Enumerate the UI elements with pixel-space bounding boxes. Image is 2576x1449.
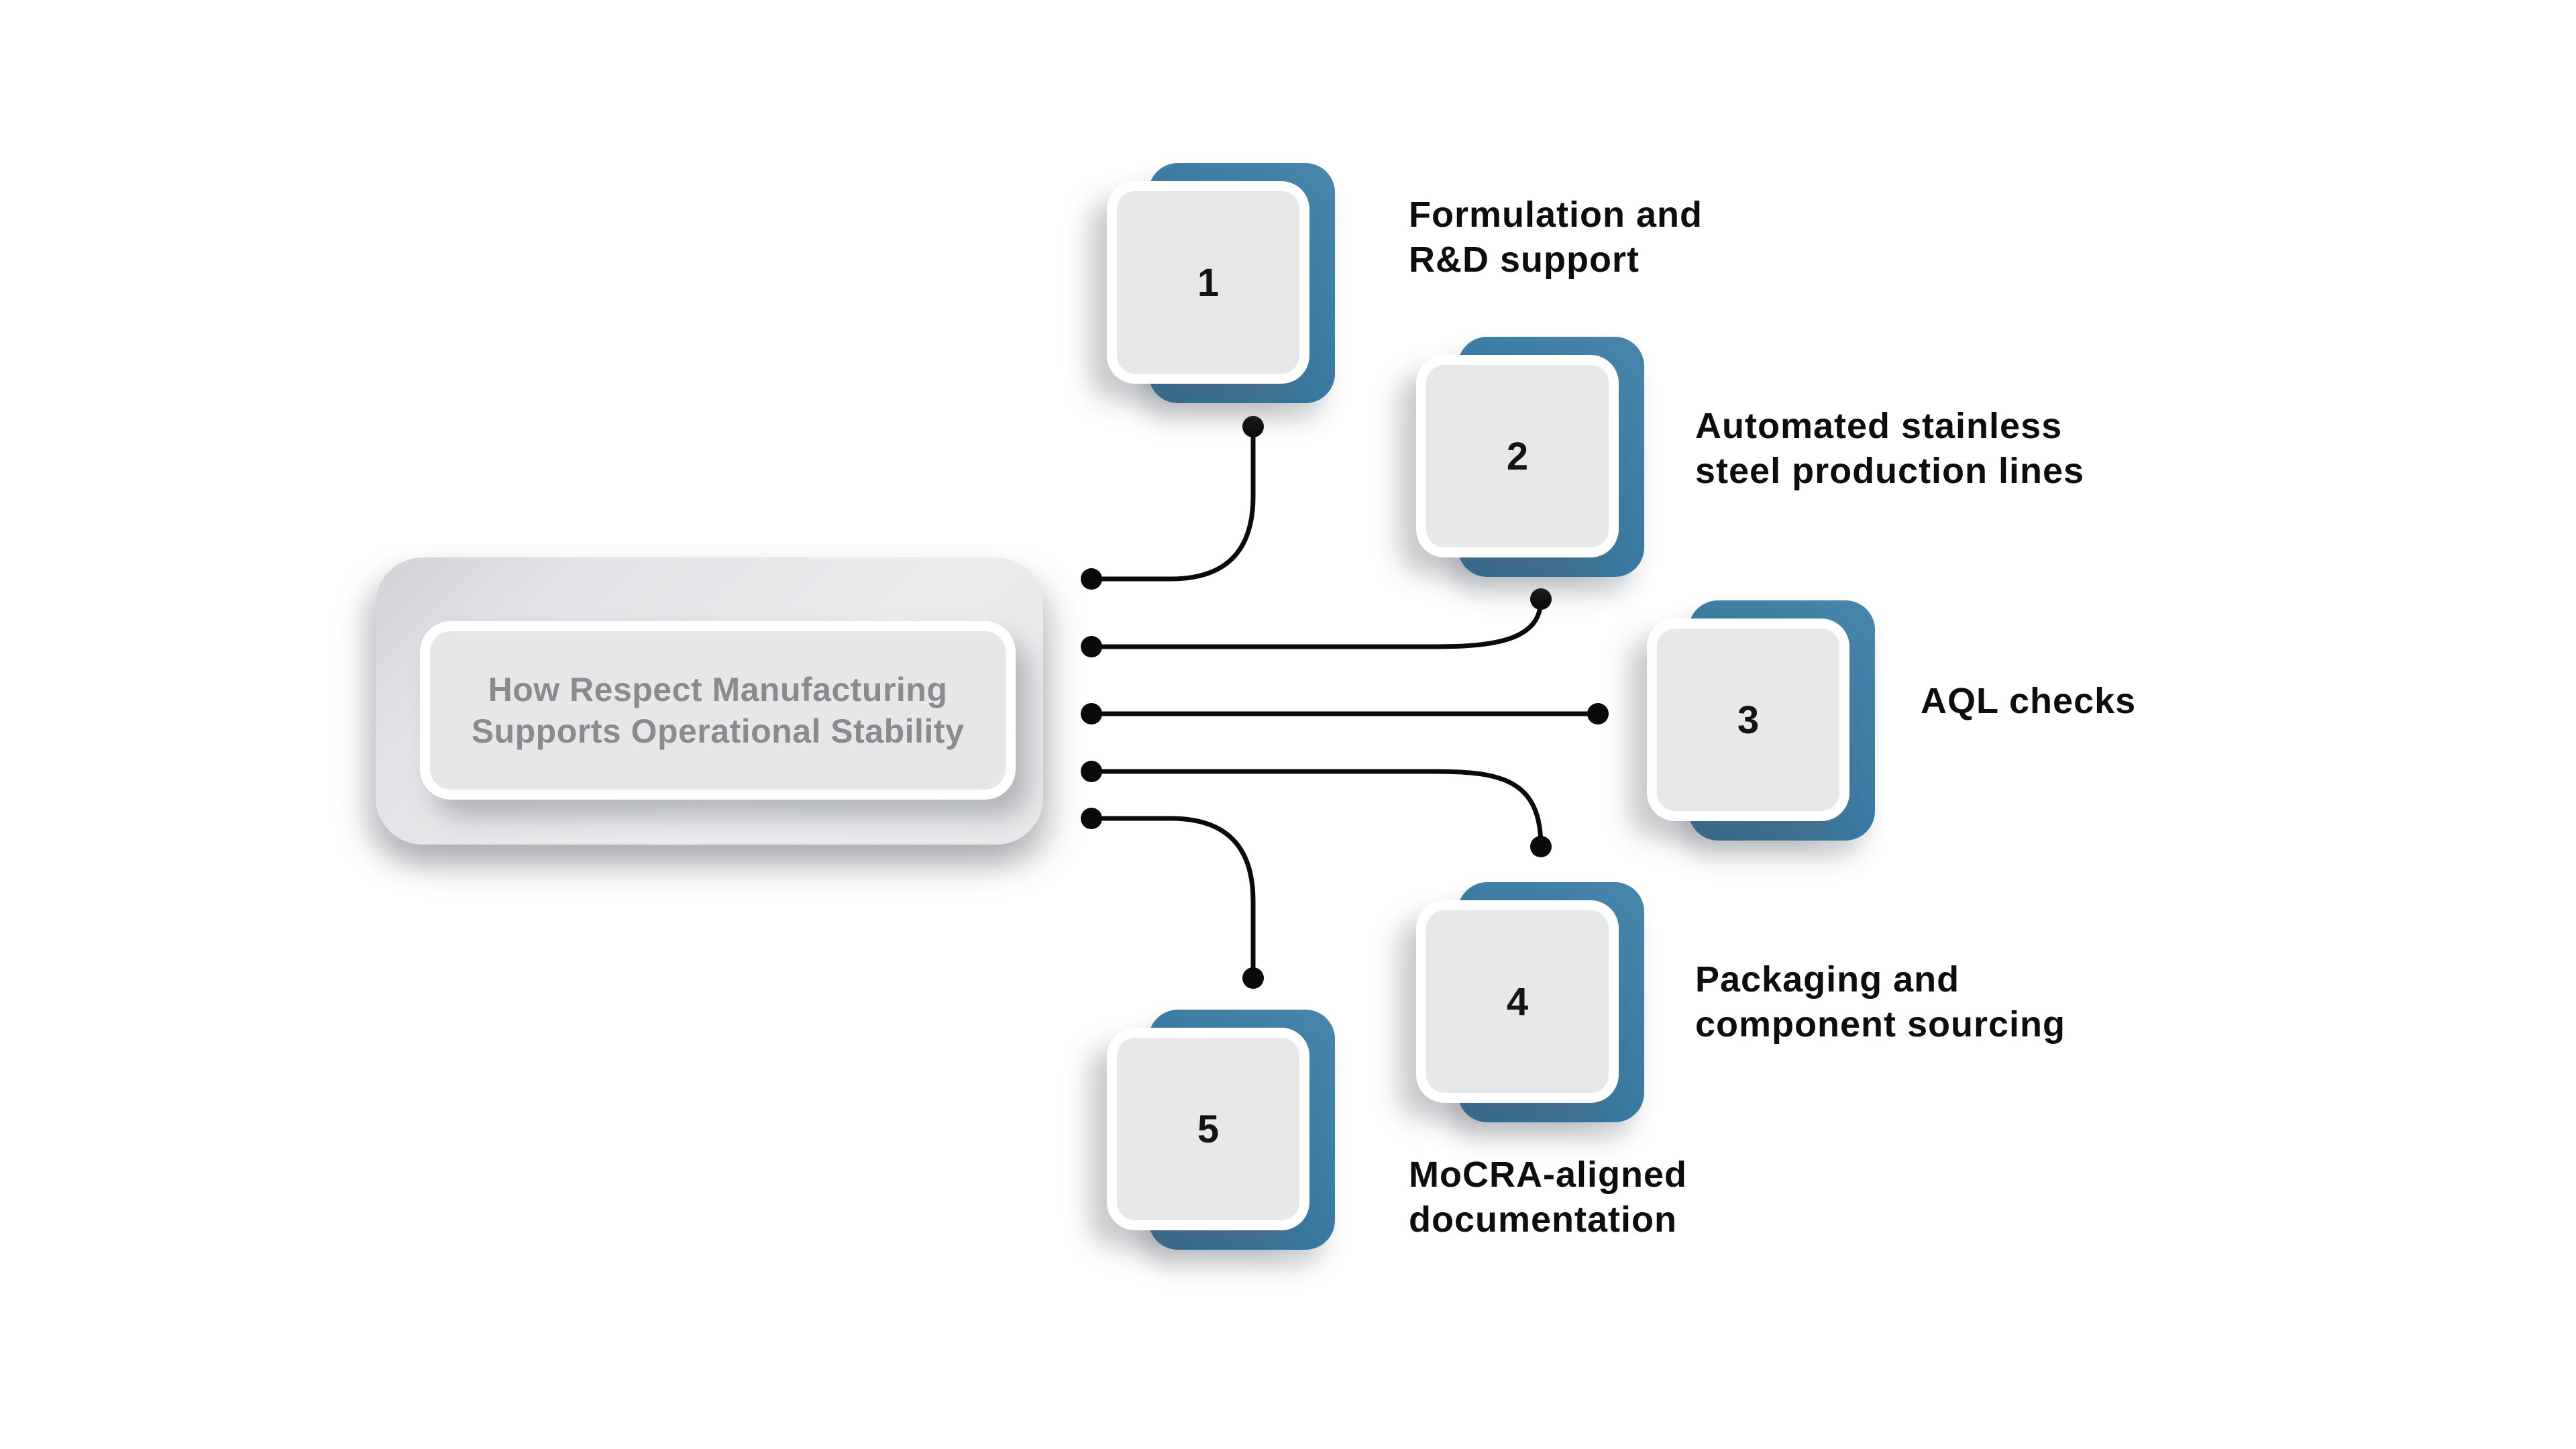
connector-path-5 — [1089, 816, 1256, 981]
step-1-number: 1 — [1197, 260, 1220, 305]
step-4-number: 4 — [1506, 979, 1529, 1024]
connector-dot-end-1 — [1242, 416, 1264, 437]
central-topic-card: How Respect Manufacturing Supports Opera… — [376, 557, 1043, 845]
step-1-label: Formulation and R&D support — [1409, 195, 1703, 280]
connector-dot-end-2 — [1530, 588, 1552, 610]
step-4-group: 4 — [1416, 882, 1644, 1122]
connector-path-2 — [1089, 596, 1544, 649]
step-2-number: 2 — [1506, 434, 1529, 478]
step-2-card: 2 — [1416, 355, 1619, 557]
step-4-label: Packaging and component sourcing — [1695, 959, 2066, 1044]
central-topic-inner-card: How Respect Manufacturing Supports Opera… — [420, 621, 1016, 800]
step-3-label: AQL checks — [1921, 681, 2137, 721]
connector-dot-hub-2 — [1081, 636, 1102, 657]
central-topic-title: How Respect Manufacturing Supports Opera… — [471, 671, 965, 750]
step-5-number: 5 — [1197, 1107, 1220, 1151]
step-1-card: 1 — [1107, 181, 1309, 384]
step-5-label: MoCRA-aligned documentation — [1409, 1155, 1687, 1240]
connector-dot-end-4 — [1530, 836, 1552, 857]
step-3-number: 3 — [1737, 698, 1760, 742]
step-1-group: 1 — [1107, 163, 1335, 403]
step-4-card: 4 — [1416, 900, 1619, 1103]
connector-dot-end-5 — [1242, 967, 1264, 989]
connector-dot-end-3 — [1587, 703, 1609, 724]
step-2-group: 2 — [1416, 337, 1644, 577]
connector-path-1 — [1089, 424, 1256, 582]
step-3-card: 3 — [1647, 619, 1849, 821]
step-2-label: Automated stainless steel production lin… — [1695, 406, 2085, 491]
step-5-group: 5 — [1107, 1010, 1335, 1250]
connector-dot-hub-3 — [1081, 703, 1102, 724]
connector-path-4 — [1089, 769, 1544, 849]
step-3-group: 3 — [1647, 600, 1875, 841]
connector-dot-hub-1 — [1081, 568, 1102, 590]
step-5-card: 5 — [1107, 1028, 1309, 1230]
connector-dot-hub-4 — [1081, 761, 1102, 782]
connector-dot-hub-5 — [1081, 808, 1102, 829]
